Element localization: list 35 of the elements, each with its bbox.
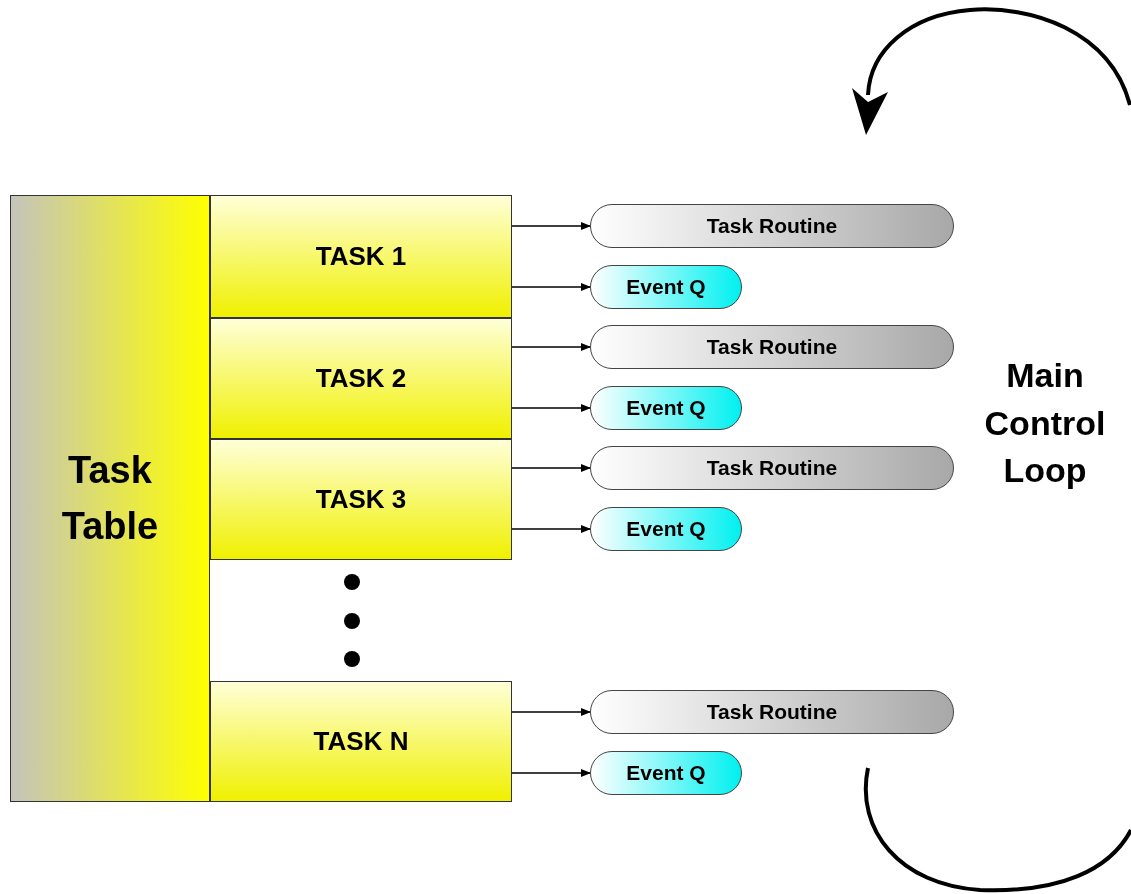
queue-pill bbox=[590, 265, 742, 309]
task-box bbox=[210, 681, 512, 802]
routine-pill bbox=[590, 690, 954, 734]
node-label: Task Table bbox=[60, 448, 160, 549]
node-label: TASK 2 bbox=[315, 363, 407, 394]
node-label: Task Routine bbox=[706, 456, 838, 480]
queue-pill bbox=[590, 751, 742, 795]
arrow bbox=[511, 283, 591, 291]
node-label: Event Q bbox=[626, 761, 706, 785]
routine-pill bbox=[590, 204, 954, 248]
node-label: TASK 1 bbox=[315, 241, 407, 272]
table-column bbox=[10, 195, 210, 802]
loop-label: Main Control Loop bbox=[983, 355, 1107, 492]
node-label: Task Routine bbox=[706, 700, 838, 724]
node-label: Task Routine bbox=[706, 214, 838, 238]
routine-pill bbox=[590, 325, 954, 369]
task-box bbox=[210, 439, 512, 560]
arrow bbox=[511, 464, 591, 472]
node-label: Event Q bbox=[626, 517, 706, 541]
node-label: Task Routine bbox=[706, 335, 838, 359]
task-box bbox=[210, 195, 512, 318]
arrow bbox=[511, 343, 591, 351]
queue-pill bbox=[590, 507, 742, 551]
arrow bbox=[511, 404, 591, 412]
arrow bbox=[511, 769, 591, 777]
routine-pill bbox=[590, 446, 954, 490]
node-label: Event Q bbox=[626, 275, 706, 299]
arrow bbox=[511, 708, 591, 716]
queue-pill bbox=[590, 386, 742, 430]
task-box bbox=[210, 318, 512, 439]
node-label: TASK N bbox=[313, 726, 409, 757]
node-label: TASK 3 bbox=[315, 484, 407, 515]
node-label: Event Q bbox=[626, 396, 706, 420]
arrow bbox=[511, 222, 591, 230]
arrow bbox=[511, 525, 591, 533]
